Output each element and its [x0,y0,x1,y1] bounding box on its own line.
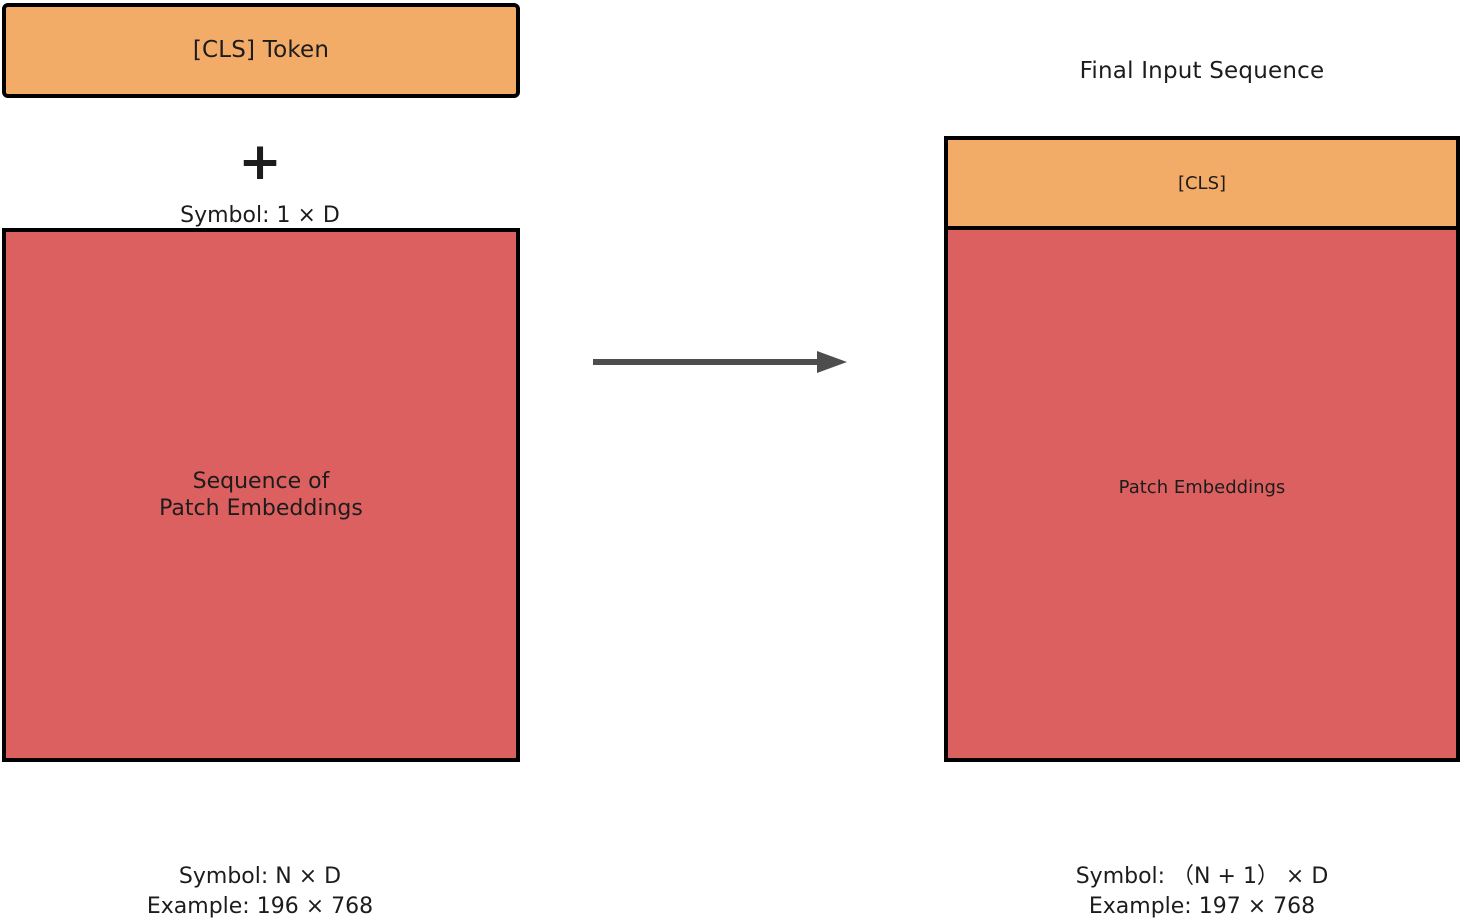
patch-embeddings-label: Sequence of Patch Embeddings [159,468,363,522]
final-patch-embeddings-label: Patch Embeddings [1118,476,1286,498]
plus-operator-symbol: + [238,132,282,192]
left-shape-caption: Symbol: N × D Example: 196 × 768 [146,864,374,918]
cls-token-shape-caption: Symbol: 1 × D [180,203,340,228]
cls-token-label: [CLS] Token [192,37,330,64]
final-input-sequence-box: [CLS] Patch Embeddings [944,136,1460,762]
right-arrow-svg [593,351,847,373]
final-patch-embeddings-cell: Patch Embeddings [948,230,1456,758]
patch-embeddings-box: Sequence of Patch Embeddings [2,228,520,762]
right-shape-caption: Symbol: （N + 1） × D Example: 197 × 768 [1075,864,1329,918]
right-arrow-icon [585,338,855,386]
final-sequence-title: Final Input Sequence [1079,58,1325,84]
final-cls-label: [CLS] [1177,172,1227,194]
cls-token-box: [CLS] Token [2,3,520,98]
final-cls-cell: [CLS] [948,140,1456,230]
